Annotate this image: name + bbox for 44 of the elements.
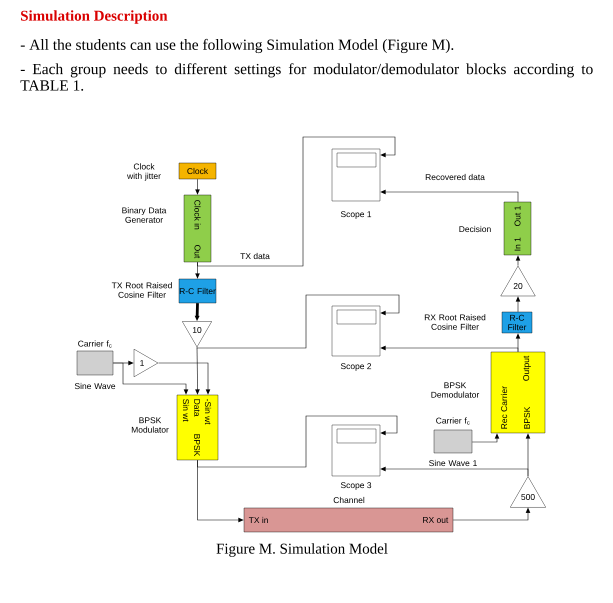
block-caption: Carrier f$_{c}$ [78,340,112,348]
arrow [197,136,396,266]
heading: Simulation Description [21,10,168,24]
block-label: TX in [248,516,268,524]
scope-label: Scope 1 [340,211,372,219]
block-label: -Sin wt [204,399,212,424]
arrow [196,294,400,348]
block-label: R-C Filter [508,314,526,330]
block-caption: Clock with jitter [127,163,161,181]
block-caption: Binary Data Generator [122,207,166,223]
edge-label: Recovered data [424,172,486,182]
block-label: BPSK [194,434,200,456]
gain-triangle: 10 [182,321,212,348]
edge-label: TX data [239,252,271,260]
scope-label: Scope 3 [340,482,372,490]
paragraph: - Each group needs to different settings for modulator/demodulator blocks according to TABLE 1. [20,63,593,91]
block-caption: Sine Wave [74,382,116,390]
block-caption: Carrier f$_{c}$ [436,417,470,425]
gain-triangle: 1 [134,348,158,378]
gain-triangle: 20 [500,266,536,296]
block-label: Data [194,399,200,417]
block-caption: BPSK Modulator [132,417,169,433]
block-caption: RX Root Raised Cosine Filter [424,314,486,330]
gain-triangle: 500 [510,476,546,508]
block-label: Sin wt [182,399,190,422]
block-label: Clock [187,168,208,174]
block-caption: Sine Wave 1 [429,460,477,466]
arrow [197,416,398,468]
block-label: In 1 [514,238,520,251]
block-label: Out [194,245,200,258]
caption: Figure M. Simulation Model [216,543,388,557]
block-label: RX out [423,517,448,523]
block-label: Out 1 [514,206,520,226]
block-label: Rec Carrier [500,386,508,429]
block-label: R-C Filter [180,288,216,294]
block-caption: Decision [459,226,491,232]
block-caption: Channel [334,496,364,504]
scope-label: Scope 2 [340,363,372,371]
block-label: Output [523,356,531,381]
paragraph: - All the students can use the following Simulation Model (Figure M). [20,38,454,54]
block-label: Clock in [194,200,201,230]
block-label: BPSK [524,406,530,429]
block-caption: BPSK Demodulator [431,382,480,398]
block-caption: TX Root Raised Cosine Filter [112,282,172,298]
